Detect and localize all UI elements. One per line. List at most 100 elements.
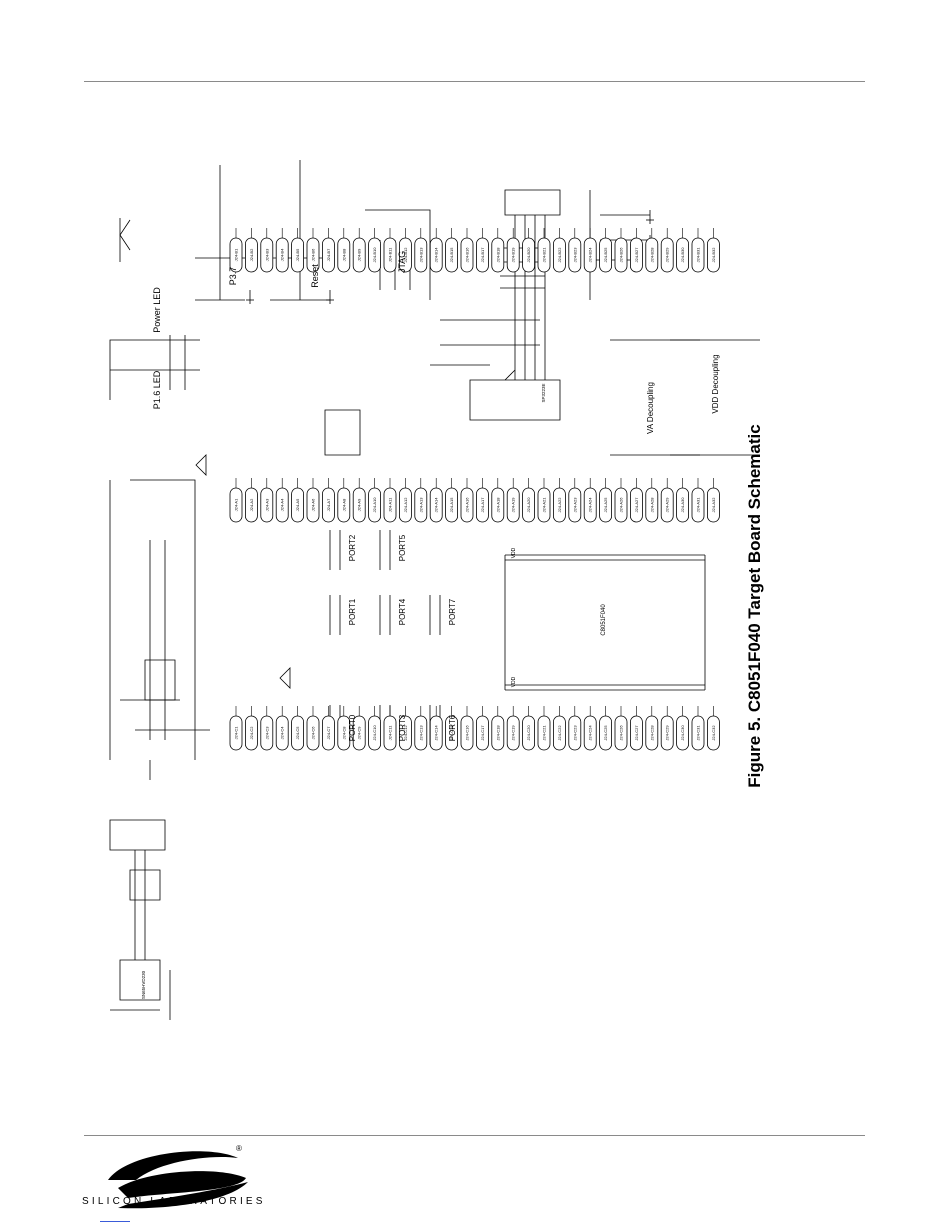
connector-pin-label: J24-C5 (295, 726, 300, 740)
connector-pin-label: J24-C25 (603, 725, 608, 741)
connector-pin-label: J24-C1 (234, 726, 239, 740)
connector-pin: J24-C25 (599, 706, 612, 751)
connector-pin-label: J24-B26 (619, 247, 624, 263)
connector-pin: J24-C14 (429, 706, 443, 751)
connector-pin: J24-A30 (676, 478, 689, 523)
connector-pin-label: J24-C31 (696, 725, 701, 741)
connector-pin-label: J24-A3 (264, 498, 269, 511)
connector-pin-label: J24-B3 (264, 248, 269, 261)
connector-pin: J24-C18 (491, 706, 505, 751)
connector-pin-label: J24-A18 (495, 497, 500, 513)
connector-pin: J24-C5 (291, 706, 305, 751)
port-label: PORT6 (448, 714, 457, 741)
connector-pin-label: J24-A16 (465, 497, 470, 513)
connector-pin: J24-C29 (660, 706, 674, 751)
connector-pin: J24-A32 (707, 478, 720, 523)
connector-pin: J24-A23 (568, 478, 582, 523)
connector-pin: J24-A12 (398, 478, 412, 523)
connector-pin-label: J24-B18 (495, 247, 500, 263)
connector-pin: J24-A16 (460, 478, 474, 523)
connector-pin: J24-C12 (398, 706, 412, 751)
connector-pin-label: J24-B22 (557, 247, 562, 263)
connector-pin-label: J24-A11 (388, 497, 393, 512)
connector-pin: J24-B24 (583, 228, 597, 273)
connector-pin-label: J24-A4 (280, 498, 285, 511)
brand-name: SILICON LABORATORIES (82, 1196, 266, 1207)
connector-pin: J24-B9 (352, 228, 366, 273)
connector-pin-label: J24-C14 (434, 725, 439, 741)
connector-pin-label: J24-A20 (526, 497, 531, 513)
connector-pin-label: J24-A21 (542, 497, 547, 513)
connector-pin-label: J24-A9 (357, 498, 362, 511)
connector-pin: J24-B25 (599, 228, 612, 273)
connector-pin: J24-A14 (429, 478, 443, 523)
connector-pin: J24-B4 (275, 228, 289, 273)
connector-pin: J24-B29 (660, 228, 674, 273)
connector-pin: J24-B23 (568, 228, 582, 273)
connector-pin-label: J24-C30 (680, 725, 685, 741)
connector-pin: J24-B31 (691, 228, 705, 273)
connector-pin: J24-C30 (676, 706, 689, 751)
connector-pin: J24-B20 (522, 228, 535, 273)
connector-pin-label: J24-C29 (665, 725, 670, 741)
connector-pin-label: J24-B29 (665, 247, 670, 263)
connector-pin: J24-C8 (337, 706, 351, 751)
connector-pin: J24-C9 (352, 706, 366, 751)
vdd-decoupling-label: VDD Decoupling (711, 354, 720, 413)
connector-pin-label: J24-A31 (696, 497, 701, 513)
connector-pin: J24-B14 (429, 228, 443, 273)
connector-pin: J24-A20 (522, 478, 535, 523)
connector-pin-label: J24-B23 (572, 247, 577, 263)
connector-pin-label: J24-A8 (341, 498, 346, 511)
connector-pin: J24-B19 (506, 228, 520, 273)
connector-pin-label: J24-B13 (418, 247, 423, 263)
connector-pin: J24-C16 (460, 706, 474, 751)
connector-pin-label: J24-B1 (234, 248, 239, 261)
connector-pin: J24-C10 (368, 706, 382, 751)
connector-pin-label: J24-C23 (572, 725, 577, 741)
port-label: PORT3 (398, 714, 407, 741)
connector-pin-label: J24-B20 (526, 247, 531, 263)
connector-pin: J24-B27 (630, 228, 643, 273)
connector-pin-label: J24-C2 (249, 726, 254, 740)
connector-pin-label: J24-C9 (357, 726, 362, 740)
mcu-label: C8051F040 (601, 604, 607, 636)
connector-pin: J24-A19 (506, 478, 520, 523)
connector-pin: J24-A17 (475, 478, 489, 523)
connector-pin: J24-C4 (275, 706, 289, 751)
connector-pin: J24-B10 (368, 228, 382, 273)
connector-pin: J24-C3 (260, 706, 274, 751)
connector-pin-label: J24-C27 (634, 725, 639, 741)
connector-pin-label: J24-C32 (711, 725, 716, 741)
connector-pin-label: J24-A6 (311, 498, 316, 511)
connector-pin-label: J24-B9 (357, 248, 362, 261)
brand-underline (100, 1221, 130, 1222)
silicon-labs-logo (108, 1151, 248, 1209)
connector-pin-label: J24-B30 (680, 247, 685, 263)
vdd-right-label: VDD (511, 547, 517, 558)
connector-pin: J24-A22 (553, 478, 566, 523)
connector-pin-label: J24-A12 (403, 497, 408, 513)
rs232-ic-label: SP3223E (541, 383, 546, 402)
connector-pin-label: J24-C21 (542, 725, 547, 741)
connector-pin-label: J24-A2 (249, 498, 254, 511)
connector-pin-label: J24-B16 (465, 247, 470, 263)
figure-caption: Figure 5. C8051F040 Target Board Schemat… (745, 424, 764, 788)
port-label: PORT4 (398, 598, 407, 625)
connector-pin: J24-B26 (614, 228, 628, 273)
connector-pin-label: J24-A29 (665, 497, 670, 513)
connector-pin: J24-A8 (337, 478, 351, 523)
connector-pin-label: J24-B32 (711, 247, 716, 263)
connector-pin-label: J24-A17 (480, 497, 485, 513)
can-ic-label: SN65HVD230 (141, 970, 146, 999)
connector-pin: J24-C6 (306, 706, 320, 751)
connector-pin-label: J24-B19 (511, 247, 516, 263)
connector-pin-label: J24-A28 (649, 497, 654, 513)
connector-pin-label: J24-A32 (711, 497, 716, 513)
registered-mark: ® (236, 1144, 242, 1153)
connector-pin: J24-A21 (537, 478, 551, 523)
va-decoupling-label: VA Decoupling (646, 382, 655, 434)
connector-pin: J24-C24 (583, 706, 597, 751)
